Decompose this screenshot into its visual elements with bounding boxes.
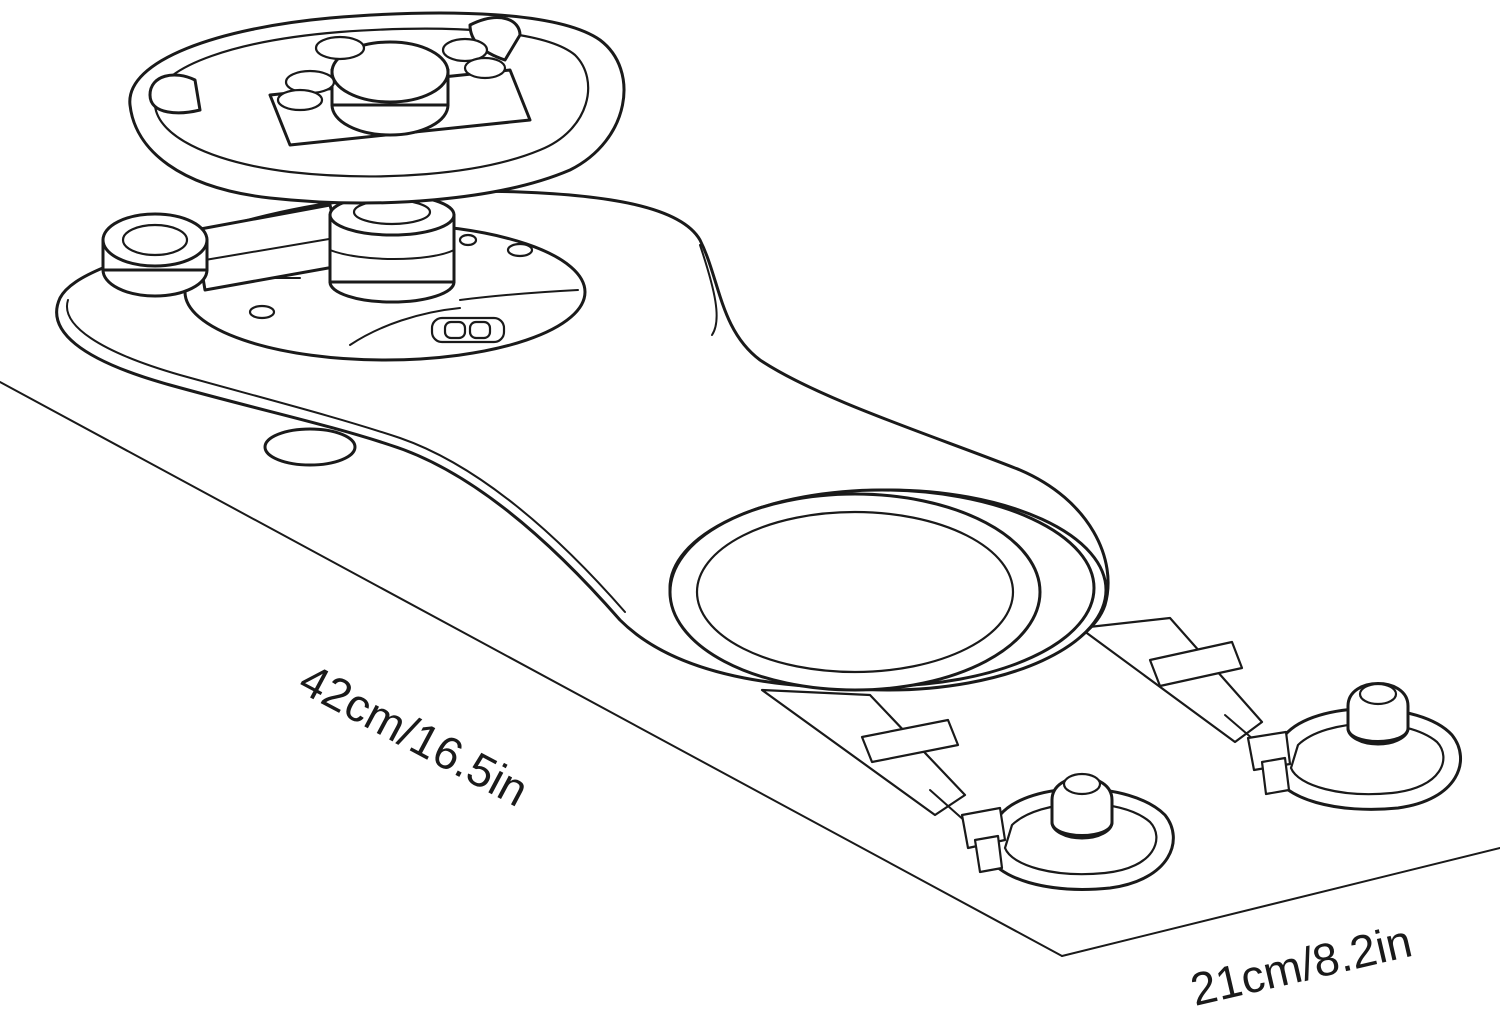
length-dimension-line: [0, 381, 1063, 957]
center-pad: [668, 488, 1108, 692]
width-dimension-line: [1061, 847, 1500, 957]
suction-cup-left: [960, 772, 1175, 891]
steering-column: [328, 193, 456, 304]
steering-wheel: [128, 11, 626, 205]
side-knob: [101, 212, 209, 298]
dimension-lines: [0, 381, 1500, 957]
length-label: 42cm/16.5in: [291, 653, 537, 817]
bottom-suction-knob: [263, 427, 357, 467]
width-label: 21cm/8.2in: [1186, 914, 1417, 1009]
suction-cup-right: [1246, 682, 1462, 811]
strap-right: [1078, 616, 1269, 753]
strap-left: [760, 688, 976, 831]
